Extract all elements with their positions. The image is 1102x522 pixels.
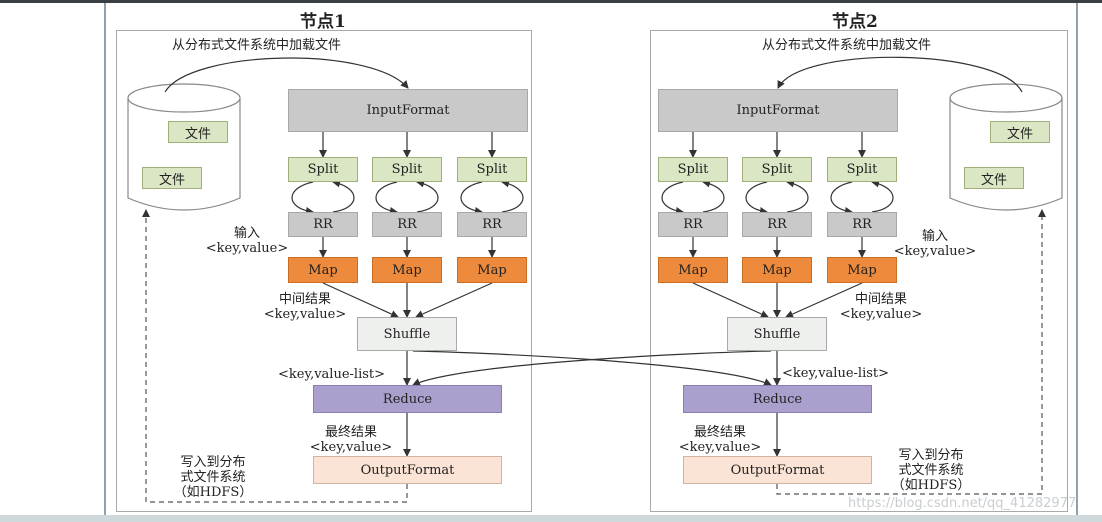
node1-map-3: Map: [457, 257, 527, 283]
node2-rr-1: RR: [658, 212, 728, 237]
node2-mid-label-kv: <key,value>: [839, 307, 923, 322]
node2-list-label: <key,value-list>: [782, 366, 890, 381]
node2-file-1: 文件: [990, 121, 1050, 143]
node2-input-label-cn: 输入: [921, 229, 948, 244]
node2-write-label-3: （如HDFS）: [891, 478, 971, 493]
node2-split-2: Split: [742, 157, 812, 182]
node2-title: 节点2: [832, 12, 878, 32]
node1-map-1: Map: [288, 257, 358, 283]
node1-title: 节点1: [300, 12, 346, 32]
node2-final-label-kv: <key,value>: [678, 440, 762, 455]
top-bar: [0, 0, 1102, 3]
node1-list-label: <key,value-list>: [278, 367, 386, 382]
node2-rr-3: RR: [827, 212, 897, 237]
node2-mid-label: 中间结果 <key,value>: [834, 292, 928, 322]
node1-reduce: Reduce: [313, 385, 502, 413]
node2-split-3: Split: [827, 157, 897, 182]
node1-write-label-1: 写入到分布: [180, 455, 246, 470]
node2-input-label-kv: <key,value>: [893, 244, 977, 259]
bottom-bar: [0, 515, 1102, 522]
node1-file-1: 文件: [168, 121, 228, 143]
node1-rr-1: RR: [288, 212, 358, 237]
node1-mid-label-kv: <key,value>: [263, 307, 347, 322]
node2-file-2: 文件: [964, 167, 1024, 189]
node1-split-1: Split: [288, 157, 358, 182]
node2-map-3: Map: [827, 257, 897, 283]
node1-storage-cylinder: [127, 83, 241, 211]
node1-final-label-kv: <key,value>: [309, 440, 393, 455]
node1-write-label-2: 式文件系统: [180, 470, 246, 485]
node1-shuffle: Shuffle: [357, 317, 457, 351]
node1-rr-3: RR: [457, 212, 527, 237]
node2-reduce: Reduce: [683, 385, 872, 413]
node1-load-label: 从分布式文件系统中加载文件: [172, 38, 342, 53]
node2-map-2: Map: [742, 257, 812, 283]
node1-mid-label-cn: 中间结果: [278, 292, 331, 307]
node2-storage-cylinder: [949, 83, 1063, 211]
node1-split-3: Split: [457, 157, 527, 182]
node1-mid-label: 中间结果 <key,value>: [258, 292, 352, 322]
node1-final-label: 最终结果 <key,value>: [304, 425, 398, 455]
node1-input-label-cn: 输入: [233, 226, 260, 241]
node1-inputformat: InputFormat: [288, 89, 528, 132]
node2-outputformat: OutputFormat: [683, 456, 872, 484]
node2-mid-label-cn: 中间结果: [854, 292, 907, 307]
node2-write-label-1: 写入到分布: [898, 448, 964, 463]
node2-input-label: 输入 <key,value>: [892, 229, 978, 259]
node2-inputformat: InputFormat: [658, 89, 898, 132]
node1-write-label: 写入到分布 式文件系统 （如HDFS）: [168, 455, 258, 500]
node1-input-label-kv: <key,value>: [205, 241, 289, 256]
node2-map-1: Map: [658, 257, 728, 283]
node2-final-label: 最终结果 <key,value>: [673, 425, 767, 455]
node2-write-label: 写入到分布 式文件系统 （如HDFS）: [886, 448, 976, 493]
node1-write-label-3: （如HDFS）: [173, 485, 253, 500]
node1-file-2: 文件: [142, 167, 202, 189]
node2-final-label-cn: 最终结果: [693, 425, 746, 440]
node1-final-label-cn: 最终结果: [324, 425, 377, 440]
node2-shuffle: Shuffle: [727, 317, 827, 351]
node2-split-1: Split: [658, 157, 728, 182]
node1-rr-2: RR: [372, 212, 442, 237]
node1-split-2: Split: [372, 157, 442, 182]
node2-rr-2: RR: [742, 212, 812, 237]
node1-input-label: 输入 <key,value>: [204, 226, 290, 256]
node2-load-label: 从分布式文件系统中加载文件: [762, 38, 932, 53]
node1-map-2: Map: [372, 257, 442, 283]
node2-write-label-2: 式文件系统: [898, 463, 964, 478]
watermark-url: https://blog.csdn.net/qq_41282977: [848, 496, 1077, 511]
node1-outputformat: OutputFormat: [313, 456, 502, 484]
